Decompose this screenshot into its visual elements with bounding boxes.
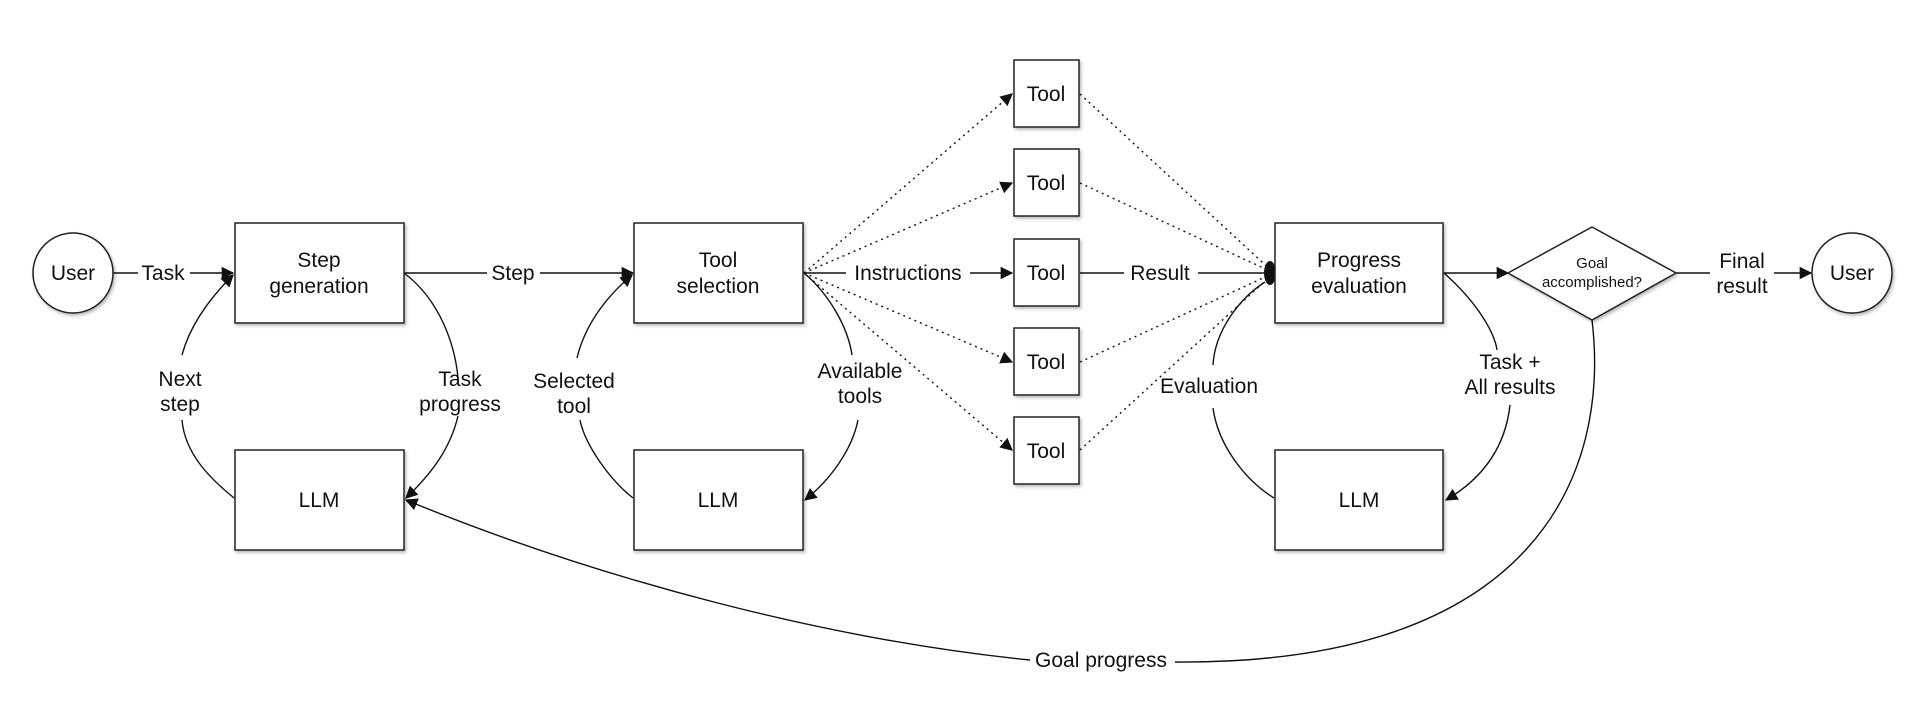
tool-selection-node: Tool selection (633, 222, 804, 324)
step-generation-label-1: Step (297, 249, 340, 272)
label-task: Task (141, 262, 185, 285)
edge-task-progress-2 (405, 415, 459, 499)
nodes: User Step generation LLM Tool selection … (32, 59, 1893, 551)
user-end-label: User (1830, 262, 1874, 285)
label-available-tools-2: tools (838, 385, 882, 408)
progress-evaluation-node: Progress evaluation (1274, 222, 1444, 324)
goal-decision-label-1: Goal (1576, 255, 1608, 272)
user-start-label: User (51, 262, 95, 285)
edge-available-tools-2 (804, 419, 859, 501)
edge-dispatch-tool-1 (803, 93, 1013, 274)
label-selected-tool-2: tool (557, 395, 591, 418)
edge-next-step (181, 419, 235, 499)
edge-task-progress (403, 272, 459, 379)
tool-node-3: Tool (1013, 238, 1080, 307)
edge-task-all-results-2 (1444, 404, 1511, 501)
edge-collect-tool-2 (1079, 182, 1275, 274)
join-marker (1264, 261, 1276, 285)
goal-decision-label-2: accomplished? (1542, 274, 1642, 291)
edge-selected-tool-2 (576, 274, 633, 359)
tool-1-label: Tool (1027, 83, 1066, 106)
step-generation-label-2: generation (269, 275, 368, 298)
edge-task-all-results (1443, 272, 1498, 351)
edges (113, 93, 1813, 663)
step-generation-node: Step generation (234, 222, 405, 324)
label-task-all-results-2: All results (1464, 376, 1555, 399)
label-evaluation: Evaluation (1160, 375, 1258, 398)
label-instructions: Instructions (854, 262, 961, 285)
llm-2-label: LLM (698, 489, 739, 512)
llm-node-2: LLM (633, 449, 804, 551)
edge-goal-progress (1174, 319, 1596, 663)
edge-collect-tool-4 (1079, 272, 1275, 363)
tool-node-1: Tool (1013, 59, 1080, 128)
label-next-step-2: step (160, 393, 200, 416)
edge-evaluation-2 (1212, 281, 1266, 366)
tool-node-4: Tool (1013, 327, 1080, 396)
edge-labels: Task Step Instructions Result Final resu… (141, 250, 1767, 672)
edge-evaluation (1212, 407, 1275, 499)
tool-5-label: Tool (1027, 440, 1066, 463)
label-task-all-results-1: Task + (1479, 351, 1540, 374)
label-task-progress-1: Task (438, 368, 482, 391)
tool-selection-label-1: Tool (699, 249, 738, 272)
llm-node-3: LLM (1274, 449, 1444, 551)
llm-node-1: LLM (234, 449, 405, 551)
edge-available-tools (803, 272, 853, 356)
edge-next-step-2 (181, 274, 234, 356)
user-start-node: User (32, 232, 114, 314)
label-task-progress-2: progress (419, 393, 501, 416)
label-result: Result (1130, 262, 1190, 285)
tool-selection-label-2: selection (677, 275, 760, 298)
user-end-node: User (1811, 232, 1893, 314)
edge-collect-tool-5 (1079, 272, 1275, 451)
label-final-result-2: result (1716, 275, 1768, 298)
edge-dispatch-tool-2 (803, 181, 1014, 274)
tool-node-5: Tool (1013, 416, 1080, 485)
label-selected-tool-1: Selected (533, 370, 615, 393)
progress-evaluation-label-2: evaluation (1311, 275, 1407, 298)
edge-collect-tool-1 (1079, 93, 1275, 274)
label-available-tools-1: Available (818, 360, 903, 383)
tool-node-2: Tool (1013, 148, 1080, 217)
edge-goal-progress-2 (404, 498, 1031, 661)
edge-dispatch-tool-4 (803, 272, 1014, 364)
label-step: Step (491, 262, 534, 285)
goal-decision-node: Goal accomplished? (1506, 226, 1678, 321)
label-final-result-1: Final (1719, 250, 1765, 273)
label-next-step-1: Next (158, 368, 201, 391)
llm-1-label: LLM (299, 489, 340, 512)
label-goal-progress: Goal progress (1035, 649, 1167, 672)
tool-4-label: Tool (1027, 351, 1066, 374)
progress-evaluation-label-1: Progress (1317, 249, 1401, 272)
tool-2-label: Tool (1027, 172, 1066, 195)
llm-3-label: LLM (1339, 489, 1380, 512)
tool-3-label: Tool (1027, 262, 1066, 285)
edge-selected-tool (579, 419, 634, 499)
